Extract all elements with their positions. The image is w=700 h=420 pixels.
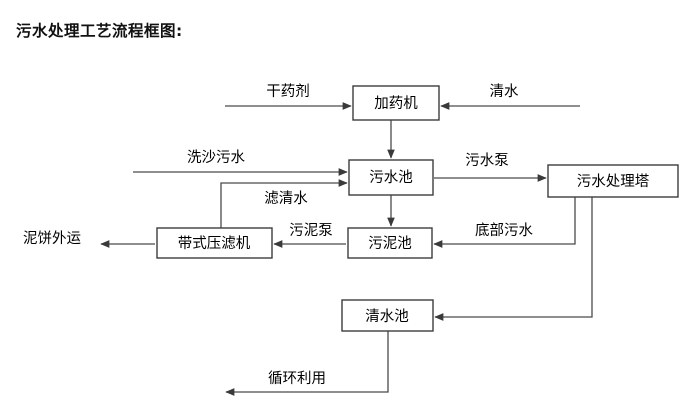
node-clear-water-pool[interactable]: 清水池 (341, 299, 434, 332)
terminal-label-mud-cake-out: 泥饼外运 (23, 230, 81, 247)
node-sewage-pool-box (348, 159, 434, 196)
node-treatment-tower[interactable]: 污水处理塔 (547, 164, 679, 198)
node-belt-filter-press-label: 带式压滤机 (178, 235, 251, 252)
node-treatment-tower-label: 污水处理塔 (577, 173, 650, 190)
edge-tower-to-clear-water-line (434, 197, 593, 321)
edge-label-bottom-sewage: 底部污水 (475, 222, 533, 239)
edge-label-sand-wash-sewage: 洗沙污水 (187, 149, 245, 166)
edge-label-sludge-pump: 污泥泵 (289, 222, 333, 239)
edge-recycle-use-line (225, 331, 389, 396)
edge-label-sewage-pump: 污水泵 (465, 152, 509, 169)
edge-bottom-sewage-line (433, 197, 576, 248)
node-sludge-pool-box (347, 227, 433, 259)
node-clear-water-pool-label: 清水池 (365, 308, 409, 325)
node-sludge-pool-label: 污泥池 (368, 235, 412, 252)
node-belt-filter-press-box (156, 227, 273, 259)
page-title: 污水处理工艺流程框图: (16, 22, 183, 40)
node-dosing-machine-box (352, 85, 440, 121)
node-dosing-machine[interactable]: 加药机 (352, 85, 440, 121)
node-clear-water-pool-box (341, 299, 434, 332)
node-sewage-pool[interactable]: 污水池 (348, 159, 434, 196)
node-sewage-pool-label: 污水池 (369, 169, 413, 186)
edge-filtered-water-line (220, 179, 348, 228)
node-dosing-machine-label: 加药机 (374, 95, 418, 112)
terminal-label-recycle-use: 循环利用 (268, 370, 326, 387)
edge-label-clean-water: 清水 (490, 83, 519, 100)
node-belt-filter-press[interactable]: 带式压滤机 (156, 227, 273, 259)
edge-label-dry-reagent: 干药剂 (266, 83, 310, 100)
node-treatment-tower-box (547, 164, 679, 198)
edge-label-filtered-water: 滤清水 (264, 190, 308, 207)
node-sludge-pool[interactable]: 污泥池 (347, 227, 433, 259)
